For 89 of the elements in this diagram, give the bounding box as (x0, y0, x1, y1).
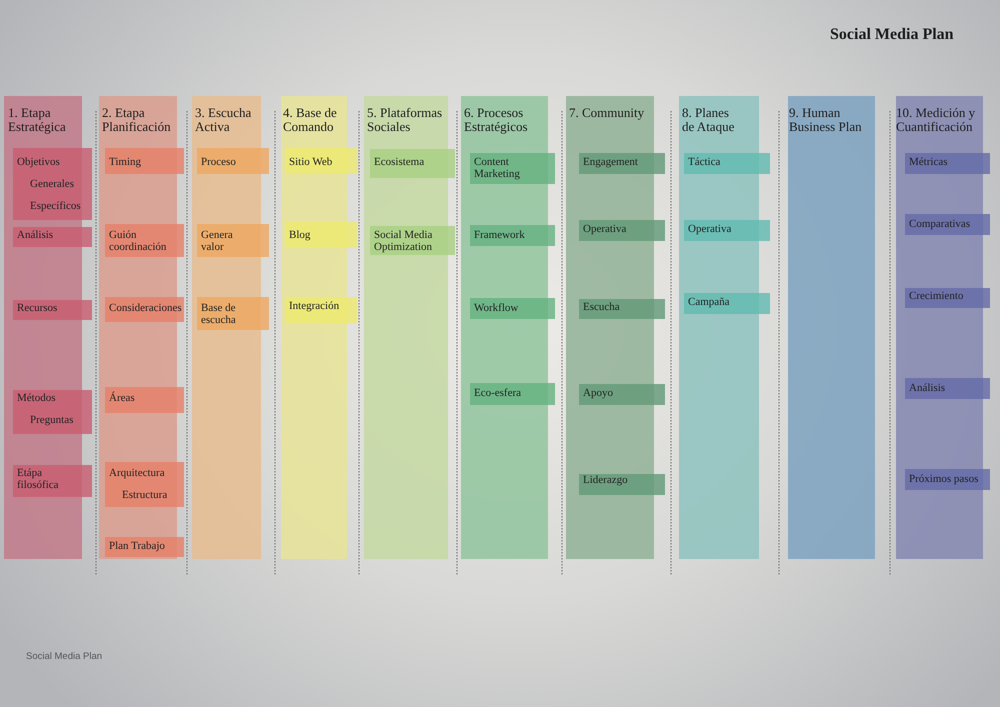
topic-label: Recursos (17, 302, 58, 314)
subtopic-label: Específicos (30, 200, 81, 212)
topic-label: Base de escucha (201, 302, 237, 326)
topic-label: Genera valor (201, 229, 234, 253)
topic-block (105, 537, 184, 557)
topic-block (105, 148, 184, 174)
topic-block (579, 299, 665, 319)
topic-block (197, 297, 269, 330)
stage-heading: 10. Medición y Cuantificación (896, 106, 976, 134)
topic-block (905, 214, 990, 235)
topic-label: Táctica (688, 156, 720, 168)
topic-label: Operativa (688, 223, 732, 235)
topic-block (197, 224, 269, 257)
stage-heading: 6. Procesos Estratégicos (464, 106, 529, 134)
stage-heading: 4. Base de Comando (283, 106, 338, 134)
subtopic-label: Preguntas (30, 414, 74, 426)
topic-label: Métricas (909, 156, 948, 168)
topic-label: Plan Trabajo (109, 540, 165, 552)
topic-block (579, 153, 665, 174)
topic-label: Crecimiento (909, 290, 964, 302)
stage-column (788, 96, 875, 559)
topic-block (370, 149, 455, 178)
stage-heading: 9. Human Business Plan (789, 106, 863, 134)
topic-label: Eco-esfera (474, 387, 522, 399)
topic-label: Sitio Web (289, 156, 332, 168)
topic-block (197, 148, 269, 174)
topic-block (285, 297, 357, 323)
topic-label: Áreas (109, 392, 135, 404)
topic-block (684, 293, 770, 314)
topic-block (105, 297, 184, 322)
subtopic-label: Generales (30, 178, 74, 190)
topic-block (684, 153, 770, 174)
topic-block (13, 148, 92, 220)
topic-label: Workflow (474, 302, 518, 314)
topic-block (470, 153, 555, 184)
stage-heading: 7. Community (569, 106, 646, 120)
stage-heading: 1. Etapa Estratégica (8, 106, 67, 134)
topic-block (285, 148, 357, 174)
topic-label: Timing (109, 156, 142, 168)
footer-text: Social Media Plan (26, 651, 102, 662)
topic-label: Objetivos (17, 156, 60, 168)
stage-heading: 8. Planes de Ataque (682, 106, 736, 134)
topic-block (579, 474, 665, 495)
topic-label: Consideraciones (109, 302, 182, 314)
topic-block (470, 225, 555, 246)
topic-block (579, 220, 665, 241)
topic-block (285, 222, 357, 248)
topic-label: Content Marketing (474, 156, 521, 180)
topic-label: Liderazgo (583, 474, 628, 486)
topic-label: Escucha (583, 301, 620, 313)
topic-label: Apoyo (583, 387, 613, 399)
topic-block (905, 288, 990, 308)
topic-block (13, 390, 92, 434)
topic-block (470, 383, 555, 405)
topic-label: Proceso (201, 156, 236, 168)
topic-block (905, 378, 990, 399)
topic-label: Campaña (688, 296, 730, 308)
topic-label: Comparativas (909, 218, 970, 230)
topic-block (105, 462, 184, 507)
topic-label: Análisis (17, 229, 54, 241)
topic-label: Guión coordinación (109, 229, 168, 253)
topic-label: Análisis (909, 382, 946, 394)
topic-label: Blog (289, 229, 310, 241)
topic-label: Etápa filosófica (17, 467, 60, 491)
topic-label: Operativa (583, 223, 626, 235)
topic-block (105, 387, 184, 413)
topic-label: Engagement (583, 156, 638, 168)
topic-block (370, 226, 455, 255)
topic-label: Framework (474, 229, 525, 241)
topic-block (684, 220, 770, 241)
topic-block (905, 469, 990, 490)
topic-block (13, 300, 92, 320)
topic-label: Métodos (17, 392, 56, 404)
topic-block (13, 227, 92, 247)
stage-heading: 3. Escucha Activa (195, 106, 252, 134)
topic-block (470, 298, 555, 319)
topic-block (905, 153, 990, 174)
topic-label: Próximos pasos (909, 473, 978, 485)
page-title: Social Media Plan (830, 26, 954, 44)
topic-block (105, 224, 184, 257)
subtopic-label: Estructura (122, 489, 168, 501)
stage-heading: 2. Etapa Planificación (102, 106, 172, 134)
topic-label: Arquitectura (109, 467, 165, 479)
topic-block (579, 384, 665, 405)
topic-label: Integración (289, 300, 340, 312)
topic-block (13, 465, 92, 497)
topic-label: Social Media Optimization (374, 229, 434, 253)
topic-label: Ecosistema (374, 156, 424, 168)
stage-heading: 5. Plataformas Sociales (367, 106, 444, 134)
